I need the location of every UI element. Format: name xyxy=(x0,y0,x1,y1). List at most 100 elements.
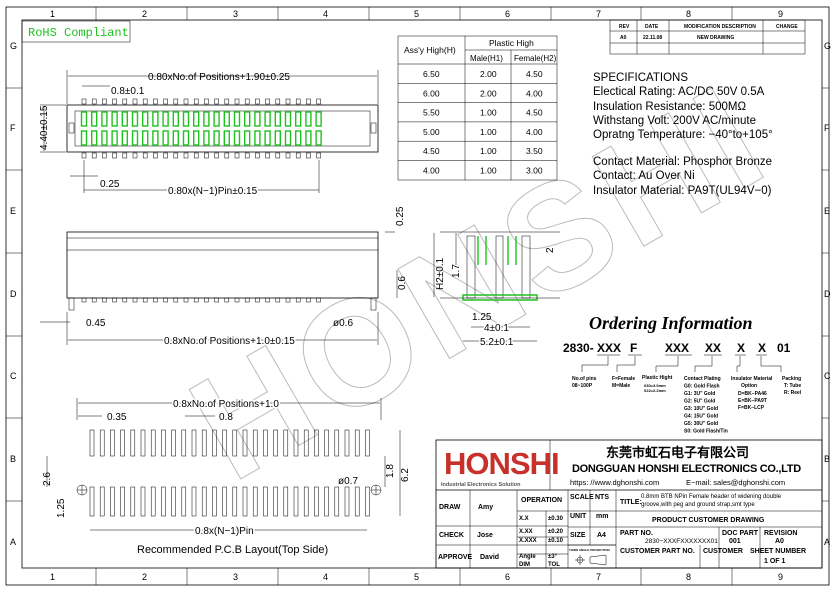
company-logo: HONSHI xyxy=(444,446,559,481)
column-label: 6 xyxy=(505,572,510,582)
rohs-box xyxy=(21,20,131,43)
height-table: Ass'y High(H) Plastic High Male(H1) Fema… xyxy=(397,35,558,181)
pcb-pad xyxy=(324,429,329,457)
contact xyxy=(274,111,281,127)
size-value: A4 xyxy=(597,532,606,539)
pcb-pad xyxy=(334,486,340,517)
contact xyxy=(192,130,200,146)
row-label: C xyxy=(824,371,831,381)
pin-tail xyxy=(306,152,311,159)
size-label: SIZE xyxy=(570,532,586,539)
pcb-pad xyxy=(273,486,278,517)
contact xyxy=(121,130,129,146)
contact xyxy=(243,111,251,127)
contact xyxy=(141,130,149,146)
legend-plating: Contact Plating xyxy=(684,376,721,382)
pin-tail xyxy=(122,152,128,159)
contact xyxy=(213,111,220,127)
contact xyxy=(295,130,302,146)
column-label: 5 xyxy=(414,572,419,582)
pin-tail xyxy=(316,152,321,159)
scale-label: SCALE xyxy=(570,494,594,501)
revision-table: REV DATE MODIFICATION DESCRIPTION CHANGE… xyxy=(609,19,806,55)
dim-pitch: 0.8±0.1 xyxy=(111,86,145,97)
operation-label: OPERATION xyxy=(521,497,562,504)
column-label: 4 xyxy=(323,572,328,582)
pcb-pad xyxy=(334,429,340,457)
date-value: 22.11.08 xyxy=(643,35,662,41)
pcb-pad xyxy=(120,429,125,457)
contact xyxy=(182,130,190,146)
description-value: NEW DRAWING xyxy=(697,35,734,41)
pcb-pad xyxy=(365,429,370,457)
contact xyxy=(101,111,108,127)
column-label: 4 xyxy=(323,9,328,19)
pcb-pad xyxy=(191,429,197,457)
pin-foot xyxy=(316,297,321,303)
tolerance-value: TOL xyxy=(548,562,560,568)
rev-value: A0 xyxy=(620,35,627,41)
dim-1-8: 1.8 xyxy=(385,464,396,478)
legend-plating: G1: 3U" Gold xyxy=(684,391,715,397)
drawing-type: PRODUCT CUSTOMER DRAWING xyxy=(652,517,765,524)
pin-tail xyxy=(224,98,230,105)
male-header: Male(H1) xyxy=(470,54,503,63)
approve-value: David xyxy=(480,554,499,561)
pin-foot xyxy=(234,297,240,303)
height-table-cell: 2.00 xyxy=(480,88,497,98)
contact xyxy=(295,111,302,127)
contact xyxy=(203,130,210,146)
pin-foot xyxy=(91,297,97,303)
pin-tail xyxy=(306,98,311,105)
pin-tail xyxy=(81,98,87,105)
tolerance-value: ±0.30 xyxy=(548,516,564,522)
dim-2: 2 xyxy=(545,247,556,253)
title-value-line1: 0.8mm BTB NPin Female header of widening… xyxy=(641,494,782,500)
height-table-cell: 2.00 xyxy=(480,69,497,79)
pin-foot xyxy=(183,297,189,303)
section-view: H2±0.1 1.7 2 1.25 4±0.1 5.2±0.1 xyxy=(433,231,560,350)
pin-tail xyxy=(214,152,219,159)
dim-width: 4.40±0.15 xyxy=(39,105,50,150)
spec-line: Insulation Resistance: 500MΩ xyxy=(593,101,746,113)
spec-line: Opratng Temperature: −40°to+105° xyxy=(593,129,773,141)
pcb-pad xyxy=(150,486,156,517)
tolerance-value: ±0.20 xyxy=(548,529,564,535)
column-label: 1 xyxy=(50,572,55,582)
contact xyxy=(233,130,241,146)
pcb-pad xyxy=(201,429,207,457)
legend-pins: No.of pins xyxy=(572,376,597,382)
code-prefix: 2830- xyxy=(563,341,594,355)
pcb-pad xyxy=(181,486,187,517)
pin-tail xyxy=(142,152,148,159)
contact xyxy=(305,111,312,127)
pcb-pad xyxy=(110,429,115,457)
pcb-pad xyxy=(273,429,278,457)
pin-foot xyxy=(173,297,179,303)
pcb-pad xyxy=(212,486,217,517)
code-plating: XX xyxy=(705,341,721,355)
legend-height-022: 022=2.2mm xyxy=(644,388,666,393)
legend-packing-reel: R: Reel xyxy=(784,390,802,396)
company-website[interactable]: https: //www.dghonshi.com xyxy=(570,478,659,487)
pcb-pad xyxy=(232,486,238,517)
height-table-cell: 4.50 xyxy=(423,146,440,156)
pcb-pad xyxy=(283,486,289,517)
contact xyxy=(203,111,210,127)
pin-tail xyxy=(204,152,209,159)
draw-label: DRAW xyxy=(439,504,461,511)
company-email[interactable]: E−mail: sales@dghonshi.com xyxy=(686,478,785,487)
dim-overall-length: 0.80xNo.of Positions+1.90±0.25 xyxy=(148,72,290,83)
height-table-cell: 4.00 xyxy=(423,166,440,176)
pcb-pad xyxy=(283,429,289,457)
legend-male: M=Male xyxy=(612,383,630,389)
contact xyxy=(80,111,88,127)
contact xyxy=(172,111,180,127)
contact xyxy=(101,130,108,146)
height-table-cell: 5.50 xyxy=(423,108,440,118)
dim-0-45: 0.45 xyxy=(86,318,106,329)
part-no-value: 2830−XXXFXXXXXXX01 xyxy=(645,538,718,545)
pcb-pad xyxy=(140,429,146,457)
pin-tail xyxy=(275,152,281,159)
logo-tagline: Industrial Electronics Solution xyxy=(441,482,521,488)
